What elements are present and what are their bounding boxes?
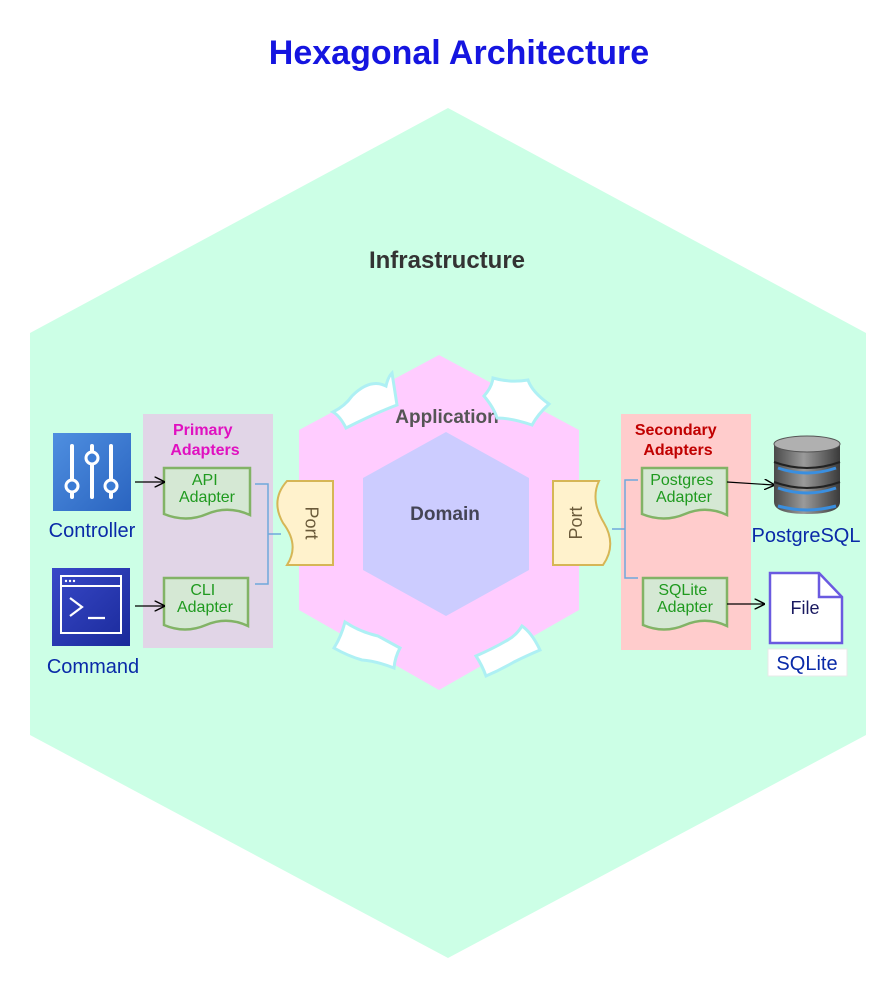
file-icon xyxy=(768,571,844,645)
right-port-shape xyxy=(552,480,612,566)
arrow-postgres-adapter-to-db xyxy=(726,482,774,485)
primary-bracket xyxy=(255,483,281,585)
tape-shape-top-left xyxy=(329,369,399,431)
application-label: Application xyxy=(395,407,498,428)
domain-label: Domain xyxy=(410,504,480,525)
postgres-adapter-box xyxy=(640,466,729,520)
secondary-adapters-label: Secondary Adapters xyxy=(635,422,721,459)
file-icon-fold xyxy=(817,573,842,599)
file-icon-label: File xyxy=(790,598,819,618)
left-port-shape xyxy=(276,480,334,566)
diagram-title: Hexagonal Architecture xyxy=(269,34,649,72)
tape-shape-bottom-right xyxy=(473,623,543,679)
database-icon xyxy=(773,435,841,514)
tape-shape-bottom-left xyxy=(331,619,403,671)
api-adapter-label: API Adapter xyxy=(179,472,236,506)
controller-label: Controller xyxy=(49,520,136,542)
left-port-label: Port xyxy=(301,506,321,539)
tape-shape-top-right xyxy=(482,376,552,427)
postgres-adapter-label: Postgres Adapter xyxy=(650,472,718,506)
command-label: Command xyxy=(47,656,139,678)
sqlite-label-box xyxy=(767,648,848,677)
secondary-bracket xyxy=(612,479,638,579)
domain-hexagon xyxy=(363,432,529,616)
primary-adapters-label: Primary Adapters xyxy=(170,422,239,459)
cli-adapter-label: CLI Adapter xyxy=(177,582,234,616)
right-port-label: Port xyxy=(566,506,586,539)
cli-adapter-box xyxy=(162,576,250,631)
sqlite-adapter-box xyxy=(641,576,729,631)
infrastructure-label: Infrastructure xyxy=(369,247,525,274)
sqlite-adapter-label: SQLite Adapter xyxy=(657,582,714,616)
sqlite-label: SQLite xyxy=(776,653,837,675)
controller-icon xyxy=(53,433,131,511)
postgresql-label: PostgreSQL xyxy=(752,525,861,547)
terminal-icon xyxy=(52,568,130,646)
api-adapter-box xyxy=(162,466,252,520)
